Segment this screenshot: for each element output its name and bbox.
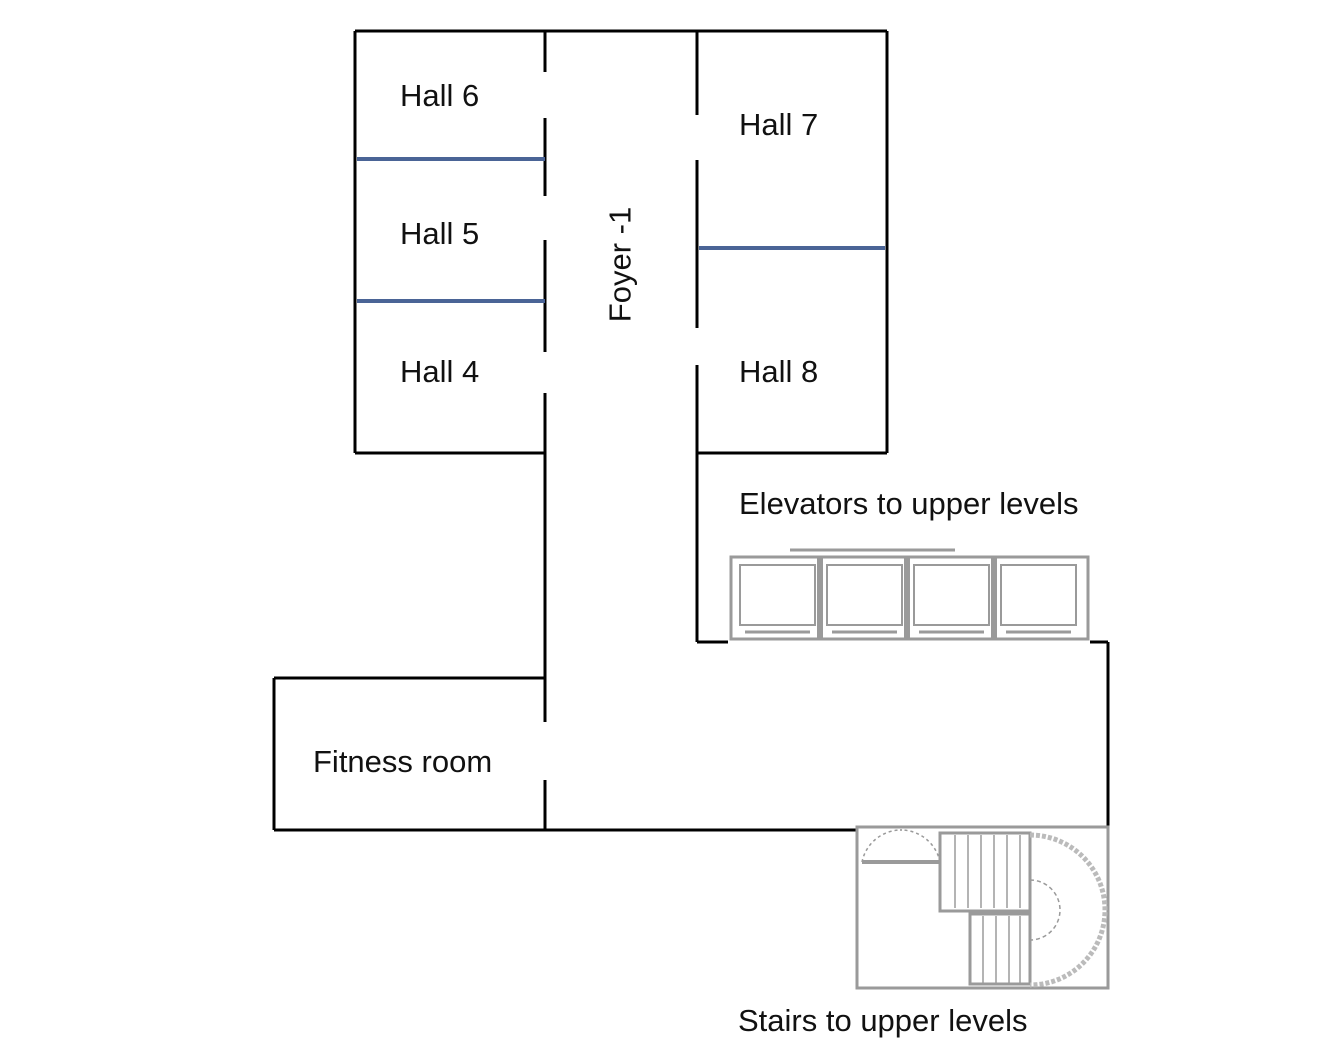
room-label-foyer: Foyer -1 [602, 206, 638, 323]
room-label-hall-6: Hall 6 [400, 78, 480, 113]
walls [272, 29, 1110, 832]
room-label-hall-7: Hall 7 [739, 107, 819, 142]
elevator-car [826, 564, 903, 634]
elevators-label: Elevators to upper levels [739, 486, 1079, 521]
elevator-car [913, 564, 990, 634]
room-label-hall-5: Hall 5 [400, 216, 480, 251]
room-label-hall-4: Hall 4 [400, 354, 480, 389]
elevator-car [739, 564, 816, 634]
room-label-fitness-room: Fitness room [313, 744, 493, 779]
room-label-hall-8: Hall 8 [739, 354, 819, 389]
elevator-bank [729, 548, 1090, 641]
elevator-car [1000, 564, 1077, 634]
stairs-label: Stairs to upper levels [738, 1003, 1028, 1038]
partitions [357, 157, 885, 303]
stairwell [855, 825, 1110, 990]
